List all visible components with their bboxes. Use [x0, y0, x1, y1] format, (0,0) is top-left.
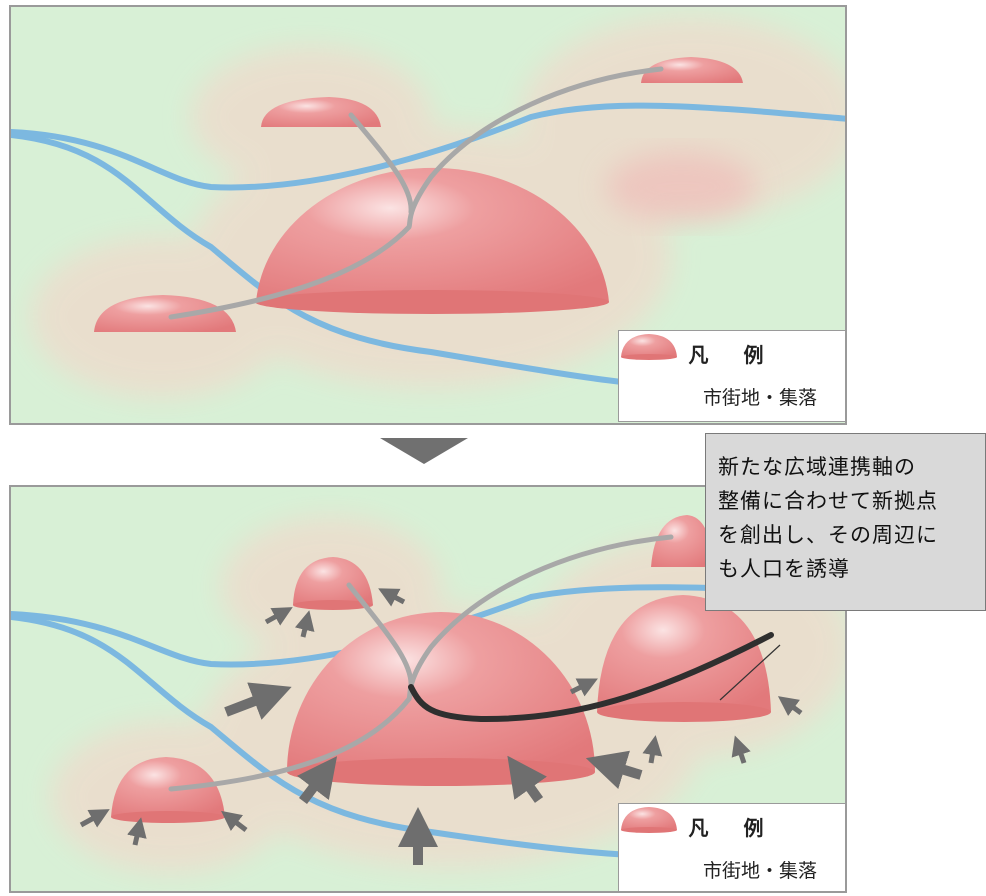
current-state-map-drawing	[11, 7, 845, 423]
legend-label: 市街地・集落	[703, 860, 818, 882]
new-regional-axis	[408, 632, 774, 723]
inflow-arrows	[79, 588, 803, 865]
down-arrow-icon	[380, 438, 468, 464]
potential-zone	[606, 152, 756, 222]
legend-label: 市街地・集落	[703, 387, 818, 409]
settlement-north	[261, 97, 381, 127]
roads	[168, 66, 664, 320]
settlement-southwest	[111, 757, 225, 817]
settlement-northeast	[641, 57, 743, 83]
callout-box: 新たな広域連携軸の 整備に合わせて新拠点 を創出し、その周辺に も人口を誘導	[705, 433, 986, 611]
settlement-swatch-icon	[621, 807, 677, 833]
legend: 凡 例 市街地・集落	[618, 803, 845, 891]
settlement-southwest	[94, 295, 236, 332]
current-state-map: 凡 例 市街地・集落	[9, 5, 847, 425]
legend-title: 凡 例	[688, 816, 778, 840]
settlement-central	[287, 612, 595, 772]
settlement-northeast	[651, 515, 713, 567]
settlement-swatch-icon	[621, 334, 677, 360]
legend: 凡 例 市街地・集落	[618, 330, 845, 422]
legend-title: 凡 例	[688, 343, 778, 367]
